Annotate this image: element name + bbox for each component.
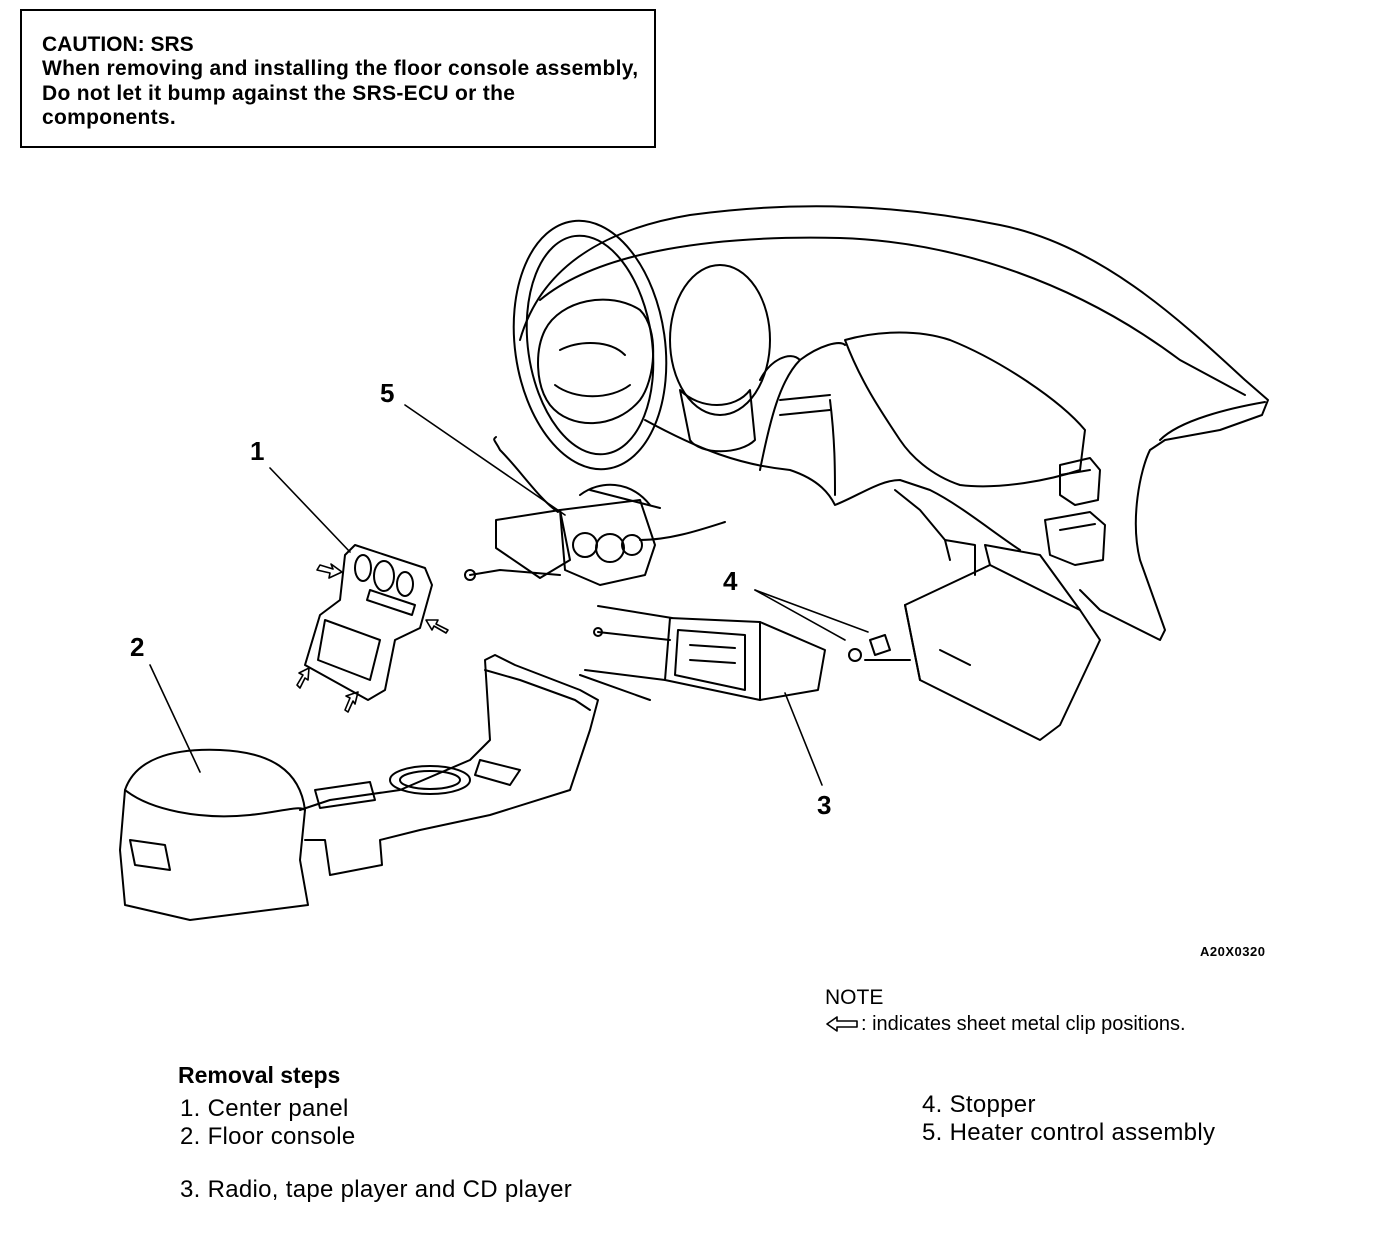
dashboard-drawing xyxy=(519,205,1269,641)
callout-3: 3 xyxy=(817,790,831,820)
note-line: : indicates sheet metal clip positions. xyxy=(825,1011,1186,1037)
step-5: 5. Heater control assembly xyxy=(922,1119,1216,1146)
leader-lines xyxy=(149,404,869,786)
callout-1: 1 xyxy=(250,436,264,466)
radio-assembly-drawing xyxy=(579,605,826,701)
floor-console-drawing xyxy=(119,654,599,921)
note: NOTE : indicates sheet metal clip positi… xyxy=(825,985,1186,1037)
heater-control-assembly-drawing xyxy=(464,436,726,586)
callout-4: 4 xyxy=(723,566,738,596)
note-text: : indicates sheet metal clip positions. xyxy=(861,1013,1186,1035)
steering-wheel-drawing xyxy=(512,219,801,471)
center-panel-drawing xyxy=(304,544,433,701)
glove-box-drawing xyxy=(848,489,1101,741)
step-4: 4. Stopper xyxy=(922,1091,1036,1118)
step-3: 3. Radio, tape player and CD player xyxy=(180,1176,573,1203)
step-2: 2. Floor console xyxy=(180,1123,356,1150)
clip-arrows xyxy=(296,563,449,713)
note-heading: NOTE xyxy=(825,986,884,1009)
step-1: 1. Center panel xyxy=(180,1095,349,1122)
removal-steps-heading: Removal steps xyxy=(178,1062,341,1088)
figure-id: A20X0320 xyxy=(1200,944,1266,959)
callout-2: 2 xyxy=(130,632,144,662)
caution-text: When removing and installing the floor c… xyxy=(42,57,639,129)
caution-box: CAUTION: SRS When removing and installin… xyxy=(20,9,656,148)
caution-title: CAUTION: SRS xyxy=(42,33,194,56)
callout-5: 5 xyxy=(380,378,394,408)
hollow-left-arrow-icon xyxy=(826,1016,858,1032)
